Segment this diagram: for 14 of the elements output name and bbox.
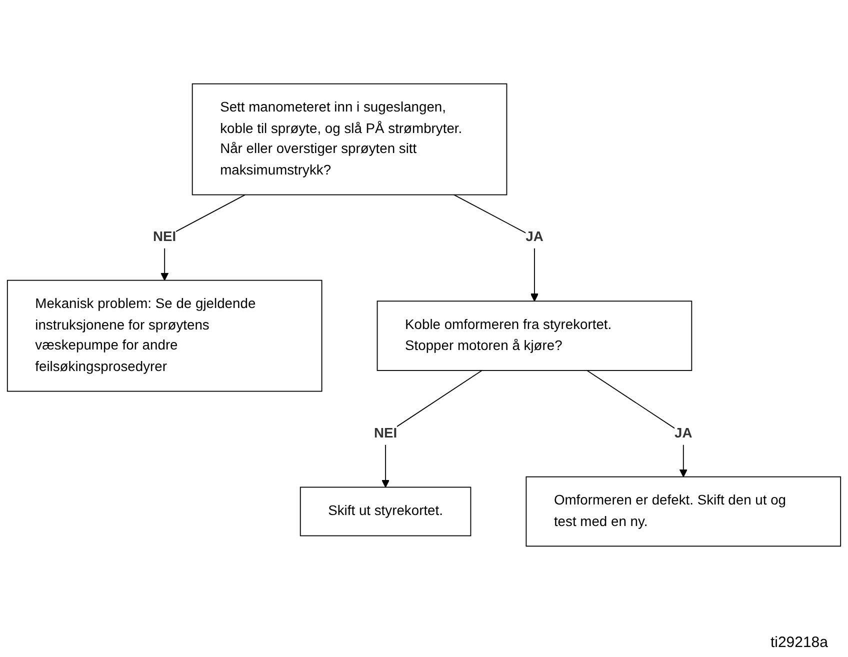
node-box: Koble omformeren fra styrekortet. Stopper motoren å kjøre? [376,300,692,371]
arrow [586,370,688,478]
arrow [381,370,482,488]
edge-label: NEI [374,426,398,442]
edge-label: NEI [153,229,176,245]
node-box: Omformeren er defekt. Skift den ut og test med en ny. [526,476,842,547]
arrow [160,194,246,281]
node-box: Mekanisk problem: Se de gjeldende instruksjonene for sprøytens væskepumpe for andre feilsøkingsprosedyrer [6,280,322,392]
node-box: Skift ut styrekortet. [300,486,472,536]
figure-id: ti29218a [770,634,828,651]
node-box: Sett manometeret inn i sugeslangen, koble til sprøyte, og slå PÅ strømbryter. Når eller overstiger sprøyten sitt maksimumstrykk? [192,83,508,196]
edge-label: JA [674,426,692,442]
edge-label: JA [526,229,544,245]
arrow [454,194,539,302]
